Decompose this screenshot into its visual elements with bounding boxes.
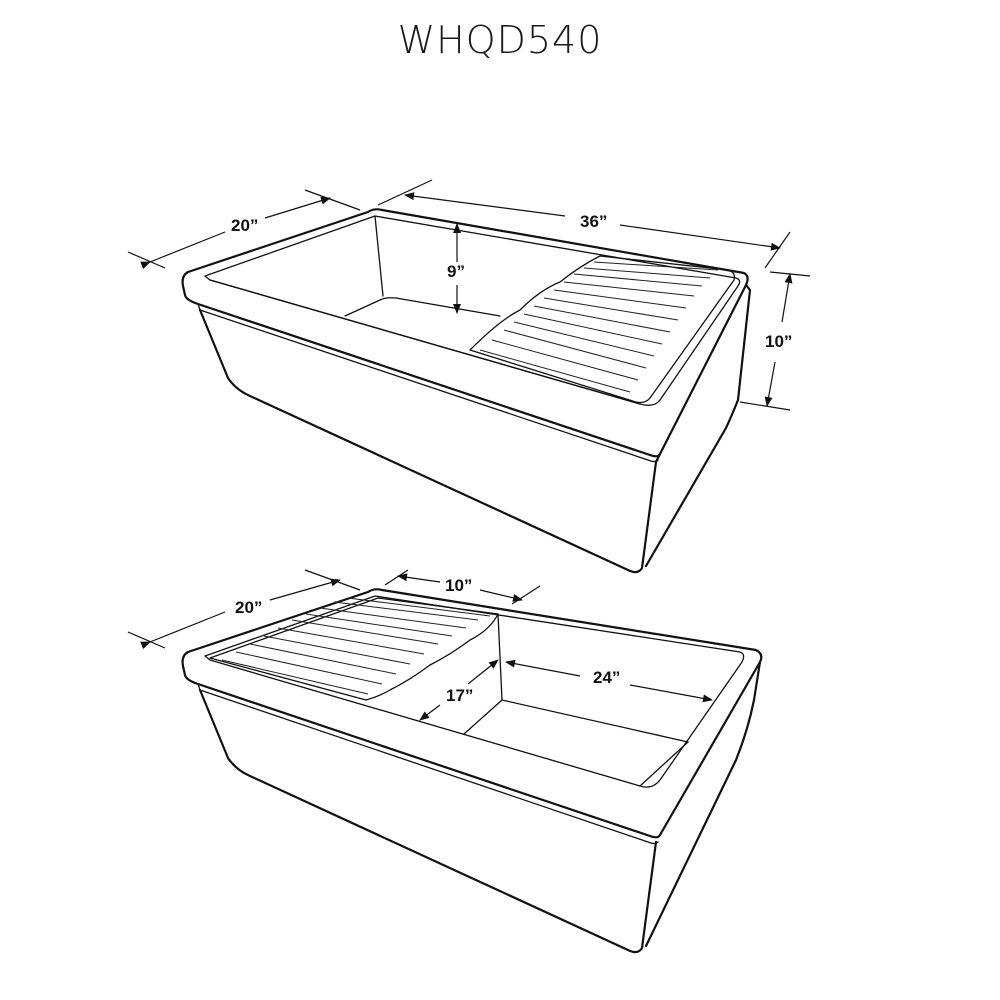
bottom-bowl-width-label: 24” xyxy=(590,668,624,688)
top-width-label: 36” xyxy=(577,212,611,232)
top-height-label: 10” xyxy=(762,332,796,352)
bottom-bowl-front-back-label: 17” xyxy=(443,686,477,706)
top-sink-drainboard xyxy=(469,255,736,404)
bottom-sink-dimensions xyxy=(127,569,713,721)
top-sink-outline xyxy=(181,208,752,574)
bottom-depth-label: 20” xyxy=(232,598,266,618)
model-title: WHQD540 xyxy=(397,18,603,62)
bottom-sink-outline xyxy=(181,588,763,954)
top-bowl-depth-label: 9” xyxy=(444,262,468,282)
top-sink-dimensions xyxy=(127,179,811,411)
bottom-sink-drainboard xyxy=(209,597,499,701)
top-depth-label: 20” xyxy=(228,216,262,236)
bottom-drainboard-width-label: 10” xyxy=(442,576,476,596)
